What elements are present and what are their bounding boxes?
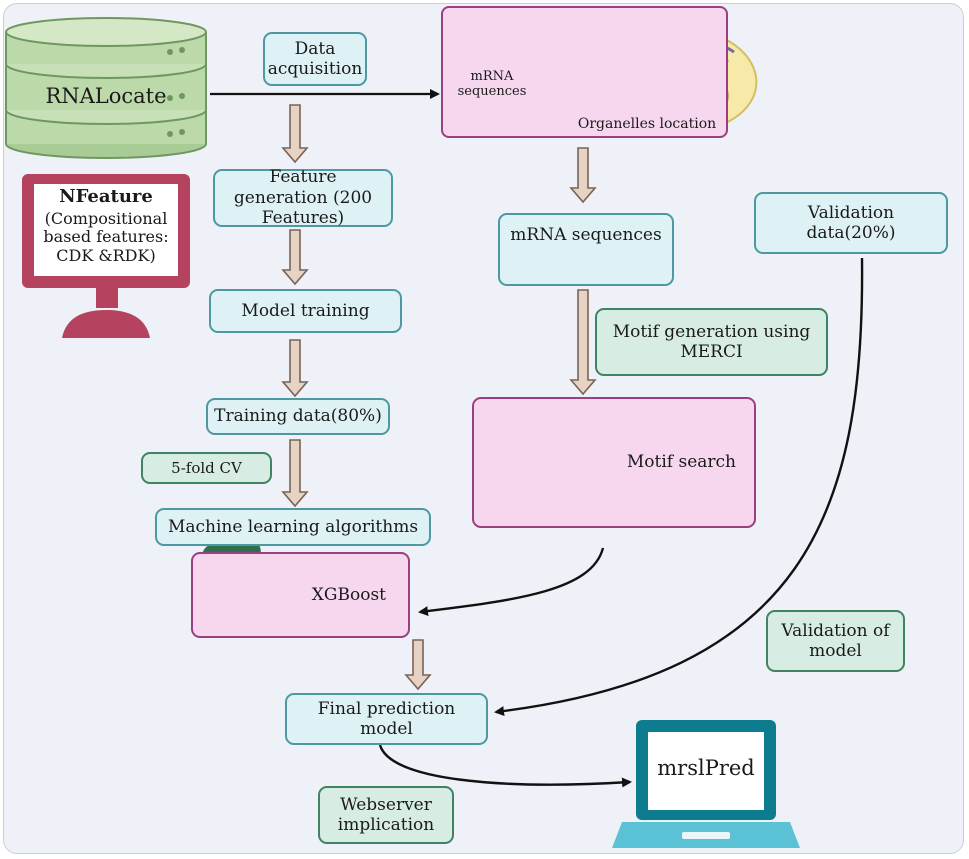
cell-panel xyxy=(441,6,728,138)
mrna-sequences-box: mRNA sequences xyxy=(498,213,674,286)
training-data-box: Training data(80%) xyxy=(206,398,390,435)
block-arrow-xgboost-to-final xyxy=(404,639,432,691)
mrna-sequences-label: mRNA sequences xyxy=(510,225,662,245)
xgboost-label: XGBoost xyxy=(311,584,386,605)
data-acquisition-box: Data acquisition xyxy=(263,32,367,86)
motif-search-label: Motif search xyxy=(626,452,736,473)
validation-model-box: Validation of model xyxy=(766,610,905,672)
cell-mrna-label: mRNA sequences xyxy=(457,69,527,99)
product-label: mrslPred xyxy=(657,756,755,780)
monitor-icon xyxy=(22,174,190,338)
block-arrow-mrna-to-motif xyxy=(569,289,597,396)
database-icon xyxy=(5,17,207,159)
motif-search-box: Motif search xyxy=(472,397,756,528)
feature-generation-box: Feature generation (200 Features) xyxy=(213,167,393,228)
curve-motif-to-xgboost xyxy=(418,547,605,617)
nfeature-description: (Compositional based features: CDK &RDK) xyxy=(43,209,169,265)
laptop-icon xyxy=(612,720,800,848)
curve-final-to-product xyxy=(378,744,632,788)
ml-algorithms-box: Machine learning algorithms xyxy=(155,508,431,546)
xgboost-box: XGBoost xyxy=(191,552,410,638)
webserver-box: Webserver implication xyxy=(318,786,454,844)
block-arrow-cell-to-mrna xyxy=(569,147,597,204)
block-arrow-data-to-ml xyxy=(281,439,309,508)
nfeature-title: NFeature xyxy=(59,186,153,207)
model-training-box: Model training xyxy=(209,289,402,333)
five-fold-cv-box: 5-fold CV xyxy=(141,452,272,484)
final-model-box: Final prediction model xyxy=(285,693,488,745)
database-label: RNALocate xyxy=(45,84,167,108)
validation-data-box: Validation data(20%) xyxy=(754,192,948,254)
curve-validation-to-final xyxy=(494,257,864,716)
motif-generation-box: Motif generation using MERCI xyxy=(595,308,828,376)
block-arrow-acq-to-feature xyxy=(281,104,309,164)
block-arrow-feature-to-training xyxy=(281,229,309,286)
organelles-label: Organelles location xyxy=(577,116,717,132)
block-arrow-training-to-data xyxy=(281,339,309,398)
